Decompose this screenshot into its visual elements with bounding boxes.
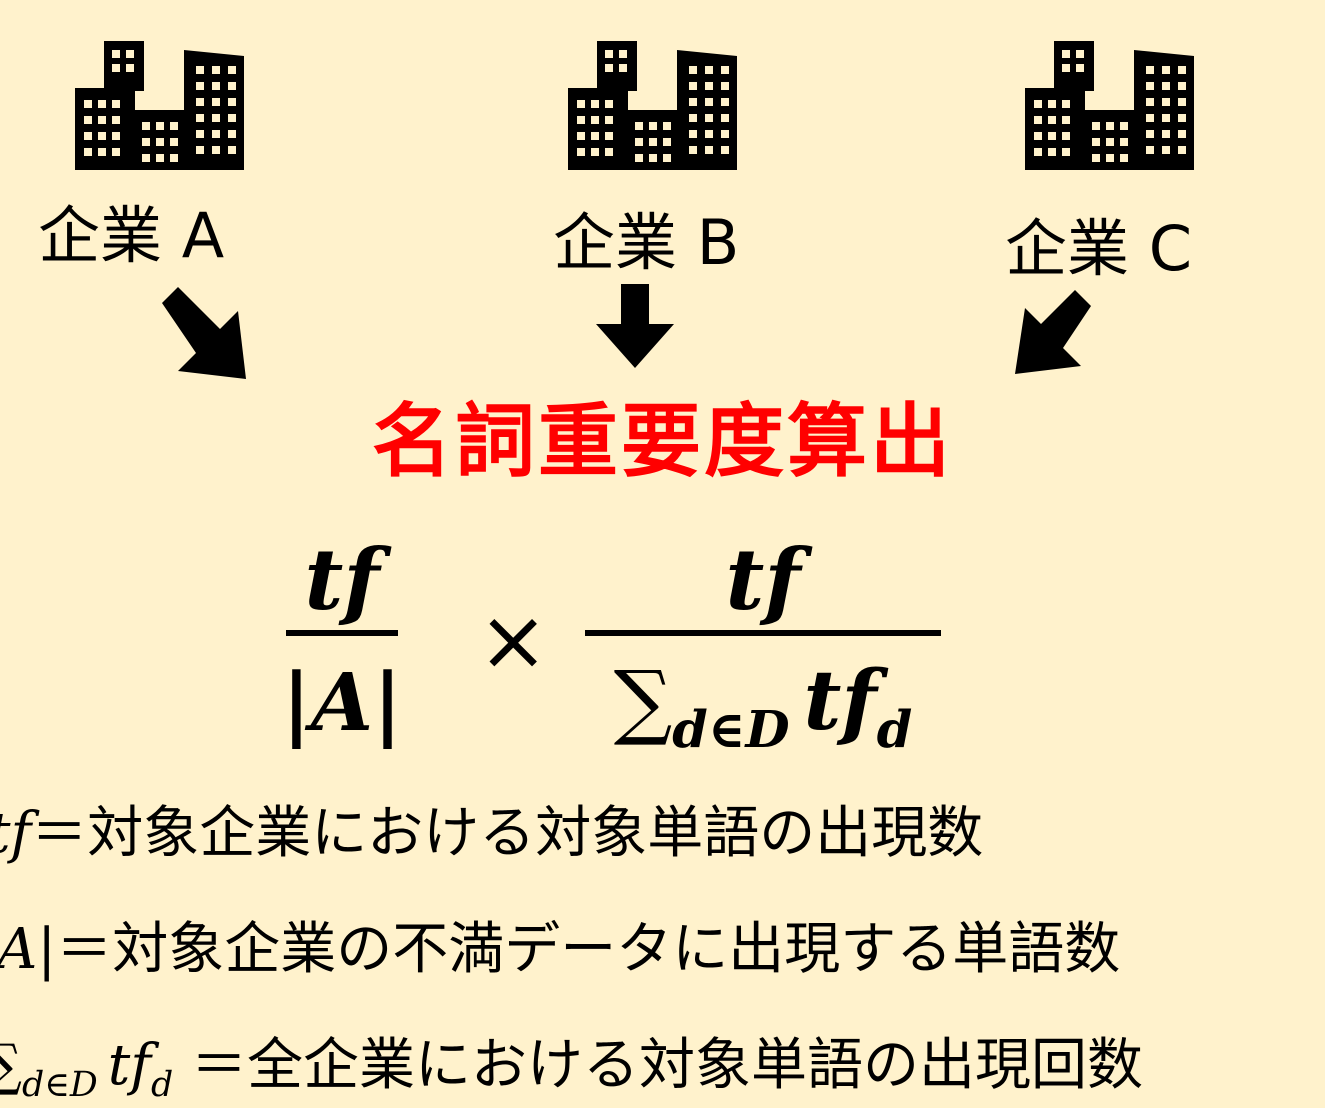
tf-term-subscript: d	[876, 698, 913, 759]
formula-left-numerator: tf	[304, 530, 380, 629]
definition-tf-text: ＝対象企業における対象単語の出現数	[31, 801, 984, 866]
definition-sum-text: ＝全企業における対象単語の出現回数	[173, 1033, 1144, 1098]
definition-tf-symbol: tf	[0, 801, 32, 866]
page-title: 名詞重要度算出	[372, 395, 953, 488]
buildings-icon	[1025, 41, 1194, 170]
down-right-arrow-icon	[162, 287, 246, 379]
formula-times-operator: ×	[478, 591, 549, 689]
definition-tf: tf＝対象企業における対象単語の出現数	[0, 806, 983, 862]
definition-sum-subscript: d∈D	[21, 1065, 98, 1106]
definition-a-symbol: |A|	[0, 917, 57, 982]
formula-right-numerator: tf	[725, 530, 801, 629]
down-left-arrow-icon	[1015, 290, 1091, 374]
tf-term: tf	[803, 653, 877, 749]
company-c-label: 企業 C	[1005, 212, 1192, 285]
sum-subscript: d∈D	[672, 698, 790, 759]
company-b-label: 企業 B	[553, 206, 740, 279]
buildings-icon	[568, 41, 737, 170]
definition-a: |A|＝対象企業の不満データに出現する単語数	[0, 922, 1120, 978]
sum-symbol: ∑	[613, 654, 673, 749]
down-arrow-icon	[596, 284, 674, 368]
company-a-label: 企業 A	[38, 199, 225, 272]
buildings-icon	[75, 41, 244, 170]
definition-sum-term: tf	[107, 1033, 151, 1098]
formula-right-fraction-bar	[585, 630, 941, 636]
definition-a-text: ＝対象企業の不満データに出現する単語数	[56, 917, 1121, 982]
formula-left-denominator: |A|	[281, 655, 403, 749]
formula-left-fraction-bar	[286, 630, 398, 636]
definition-sum-symbol: ∑	[0, 1033, 22, 1098]
definition-sum-term-subscript: d	[150, 1065, 174, 1106]
